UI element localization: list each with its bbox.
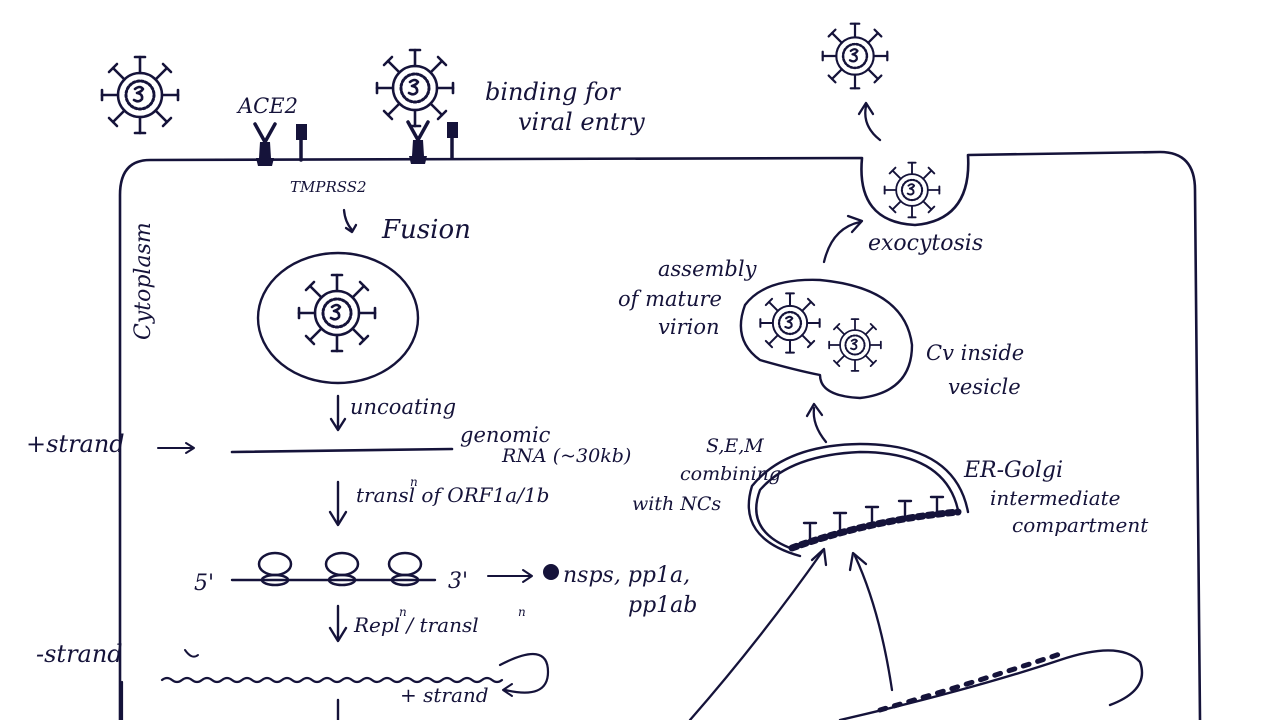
translation-superscript: n	[410, 475, 418, 489]
arrow-icon	[344, 210, 352, 230]
cv-inside-label-line1: Cv inside	[926, 341, 1024, 365]
ergic-membrane-proteins	[792, 497, 958, 548]
tmprss2-protease-icon	[447, 122, 458, 158]
nsps-label-line2: pp1ab	[628, 593, 697, 618]
cell-membrane	[120, 152, 1200, 720]
minus-strand-label: -strand	[36, 640, 123, 668]
virus-icon	[885, 163, 940, 218]
ergic-label-line2: intermediate	[990, 486, 1121, 510]
replication-label: Repl / transl	[353, 613, 479, 637]
exocytosis-label: exocytosis	[868, 231, 983, 256]
genomic-rna-strand	[232, 449, 452, 452]
assembly-label-line1: assembly	[658, 257, 758, 281]
combining-label-line3: with NCs	[632, 493, 721, 515]
virus-icon	[829, 319, 881, 371]
arrow-icon	[865, 106, 880, 140]
assembly-label-line2: of mature	[618, 287, 722, 311]
virus-icon	[823, 24, 888, 89]
replication-superscript-2: n	[518, 605, 526, 619]
binding-label-line2: viral entry	[518, 108, 645, 136]
plus-strand-bottom-label: + strand	[400, 683, 489, 707]
ace2-receptor-icon	[408, 122, 428, 164]
cytoplasm-label: Cytoplasm	[131, 222, 156, 340]
virus-icon	[377, 50, 453, 126]
virus-icon	[102, 57, 178, 133]
ace2-receptor-icon	[255, 124, 275, 166]
tmprss2-label: TMPRSS2	[290, 178, 367, 196]
minus-strand-rna	[162, 678, 502, 682]
three-prime-label: 3'	[448, 569, 468, 594]
arrow-icon	[690, 552, 822, 720]
genomic-rna-label-line2: RNA (~30kb)	[501, 445, 631, 467]
virus-icon	[299, 275, 375, 351]
binding-label-line1: binding for	[485, 78, 621, 106]
ergic-label-line1: ER-Golgi	[963, 458, 1063, 483]
fusion-label: Fusion	[381, 215, 471, 245]
virion-vesicle	[741, 280, 912, 398]
assembly-label-line3: virion	[658, 315, 720, 339]
polyprotein-blob-icon	[543, 564, 559, 580]
arrow-icon	[185, 650, 198, 657]
nsps-label-line1: nsps, pp1a,	[563, 563, 690, 588]
cv-inside-label-line2: vesicle	[948, 375, 1021, 399]
ergic-label-line3: compartment	[1012, 513, 1149, 537]
tmprss2-protease-icon	[296, 124, 307, 160]
ergic-compartment	[756, 452, 958, 548]
plus-strand-label: +strand	[26, 430, 125, 458]
replication-superscript-1: n	[399, 605, 407, 619]
combining-label-line2: combining	[680, 463, 781, 485]
virus-icon	[760, 293, 819, 352]
combining-label-line1: S,E,M	[706, 435, 764, 457]
translation-label: transl of ORF1a/1b	[356, 483, 549, 507]
genomic-rna-label-line1: genomic	[460, 423, 551, 447]
arrow-icon	[855, 556, 892, 690]
ace2-label: ACE2	[236, 94, 298, 118]
five-prime-label: 5'	[194, 571, 214, 596]
uncoating-label: uncoating	[350, 395, 456, 419]
